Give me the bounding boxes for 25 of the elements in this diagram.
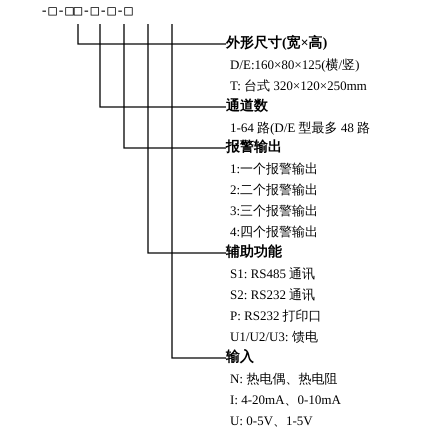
option-text: U: 0-5V、1-5V [229,412,314,430]
leader-line [147,24,226,254]
option-text: S1: RS485 通讯 [229,265,316,283]
option-heading: 外形尺寸(宽×高) [226,34,328,53]
option-text: S2: RS232 通讯 [229,286,316,304]
model-code-text: -□-□□-□-□-□ [40,3,133,19]
option-text: 1-64 路(D/E 型最多 48 路 [229,119,370,137]
option-text: N: 热电偶、热电阻 [229,370,338,388]
option-heading: 通道数 [226,97,269,116]
leader-line [123,24,226,149]
option-heading: 辅助功能 [226,243,283,262]
option-text: 4:四个报警输出 [229,223,318,241]
option-text: U1/U2/U3: 馈电 [229,328,319,346]
option-text: T: 台式 320×120×250mm [229,77,367,95]
option-text: I: 4-20mA、0-10mA [229,391,341,409]
leader-line [77,24,226,45]
leader-line [99,24,226,108]
leader-line [171,24,226,359]
option-text: 3:三个报警输出 [229,202,318,220]
option-heading: 输入 [226,348,255,367]
option-text: 2:二个报警输出 [229,181,318,199]
option-text: 1:一个报警输出 [229,160,318,178]
option-text: D/E:160×80×125(横/竖) [229,56,360,74]
option-heading: 报警输出 [226,138,283,157]
option-text: P: RS232 打印口 [229,307,322,325]
